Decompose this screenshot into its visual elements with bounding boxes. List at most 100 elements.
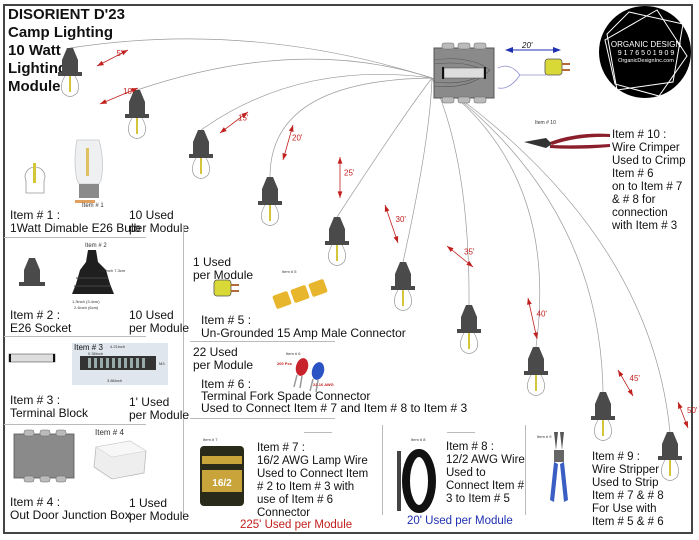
- title-line: Lighting: [8, 60, 68, 77]
- item6-label: Item # 6 :: [201, 377, 252, 391]
- divider: [190, 418, 335, 419]
- item10-line: on to Item # 7: [612, 181, 683, 193]
- divider: [525, 425, 526, 515]
- divider: [4, 336, 146, 337]
- item9-line: Used to Strip: [592, 477, 659, 489]
- arrow-head: [627, 389, 633, 396]
- lamp-cord: [69, 38, 433, 79]
- arrow-head: [393, 236, 399, 243]
- item5-photo-label: Item # 5: [282, 269, 297, 274]
- junction-box-small-icon: [13, 429, 75, 483]
- item3-qty-unit: per Module: [129, 408, 190, 422]
- filament: [336, 245, 338, 261]
- socket-icon: [325, 217, 349, 245]
- junction-box-icon: [433, 42, 495, 104]
- terminal-block-icon: [8, 353, 56, 363]
- item5-label: Item # 5 :: [201, 313, 252, 327]
- item10-label: Item # 10 :: [612, 129, 667, 141]
- distance-label: 40': [537, 310, 548, 319]
- item1-desc: 1Watt Dimable E26 Bulb: [10, 221, 141, 235]
- item7-label: Item # 7 :: [257, 442, 305, 454]
- wire-crimper-photo: [524, 133, 610, 149]
- arrow-head: [678, 402, 683, 409]
- item1-qty-unit: per Module: [129, 221, 190, 235]
- arrow-head: [533, 332, 538, 339]
- item8-line: 3 to Item # 5: [446, 493, 510, 505]
- divider: [304, 432, 332, 433]
- item5-desc: Un-Grounded 15 Amp Male Connector: [201, 326, 406, 340]
- wire-stripper-photo: [550, 432, 568, 502]
- distance-label: 10': [123, 87, 134, 96]
- diagram-frame: [3, 4, 693, 534]
- item6-desc: Terminal Fork Spade Connector: [201, 389, 371, 403]
- item7-line: Used to Connect Item: [257, 468, 369, 480]
- item2-qty-unit: per Module: [129, 321, 190, 335]
- arrow-head: [337, 191, 343, 198]
- item3-dim-inner: 3.86inch: [107, 378, 123, 383]
- arrow-head: [447, 246, 454, 252]
- item3-dim-length: 4.21inch: [110, 344, 126, 349]
- arrow-head: [683, 421, 688, 428]
- item6-qty: 22 Used: [193, 345, 238, 359]
- logo-text: ORGANIC DESIGN 9 1 7 6 5 0 1 9 0 9 Organ…: [604, 40, 688, 65]
- filament: [468, 333, 470, 349]
- item8-line: Used to: [446, 467, 486, 479]
- lamp-cord: [200, 73, 433, 131]
- item8-line: Connect Item #: [446, 480, 524, 492]
- item4-qty: 1 Used: [129, 496, 168, 510]
- filament: [535, 375, 537, 391]
- item4-photo-label: Item # 4: [95, 428, 124, 437]
- bulb-photo: [74, 139, 103, 203]
- item10-line: Item # 6: [612, 168, 654, 180]
- arrow-head: [288, 125, 294, 132]
- socket-icon: [258, 177, 282, 205]
- divider: [4, 424, 146, 425]
- distance-arrow: [384, 204, 399, 244]
- filament: [602, 420, 604, 436]
- item2-label: Item # 2 :: [10, 308, 61, 322]
- arrow-head: [466, 261, 473, 267]
- item9-line: Wire Stripper: [592, 464, 660, 476]
- filament: [669, 460, 671, 476]
- logo-phone: 9 1 7 6 5 0 1 9 0 9: [617, 50, 675, 57]
- distance-label: 5': [117, 49, 123, 58]
- male-connector-icon: [213, 279, 239, 297]
- socket-icon: [58, 48, 82, 76]
- distance-arrow: [527, 297, 538, 340]
- item10-line: connection: [612, 207, 668, 219]
- item8-usage: 20' Used per Module: [407, 515, 513, 527]
- item2-photo-label: Item # 2: [85, 243, 107, 249]
- item7-line: # 2 to Item # 3 with: [257, 481, 355, 493]
- item1-qty: 10 Used: [129, 208, 174, 222]
- lamp-cord: [402, 77, 433, 263]
- lamp-cord: [431, 77, 604, 393]
- socket-icon: [591, 392, 615, 420]
- item9-line: Item # 5 & # 6: [592, 516, 664, 528]
- item7-line: 16/2 AWG Lamp Wire: [257, 455, 368, 467]
- divider: [183, 225, 184, 515]
- item9-label: Item # 9 :: [592, 451, 640, 463]
- item10-photo-label: Item # 10: [535, 120, 556, 126]
- terminal-block-photo-strip: [80, 356, 156, 370]
- filament: [402, 290, 404, 306]
- main-cable-arrow: [505, 47, 561, 53]
- distance-label: 50': [687, 406, 698, 415]
- item9-photo-label: Item # 9: [537, 434, 552, 439]
- socket-icon: [189, 130, 213, 158]
- male-connector-photo: [272, 279, 328, 309]
- filament: [200, 158, 202, 174]
- wire-coil-photo: [397, 449, 436, 513]
- item4-label: Item # 4 :: [10, 495, 61, 509]
- divider: [382, 425, 383, 515]
- item8-line: 12/2 AWG Wire: [446, 454, 525, 466]
- item7-usage: 225' Used per Module: [240, 519, 353, 531]
- socket-icon: [524, 347, 548, 375]
- divider: [447, 432, 475, 433]
- title-line: 10 Watt: [8, 42, 61, 59]
- arrow-head: [241, 112, 248, 118]
- arrow-head: [618, 370, 624, 377]
- item8-photo-label: Item # 8: [411, 437, 426, 442]
- arrow-head: [121, 50, 128, 56]
- item2-dim-width1: 1.3inch (3.4cm): [72, 299, 100, 304]
- title-line: Module: [8, 78, 61, 95]
